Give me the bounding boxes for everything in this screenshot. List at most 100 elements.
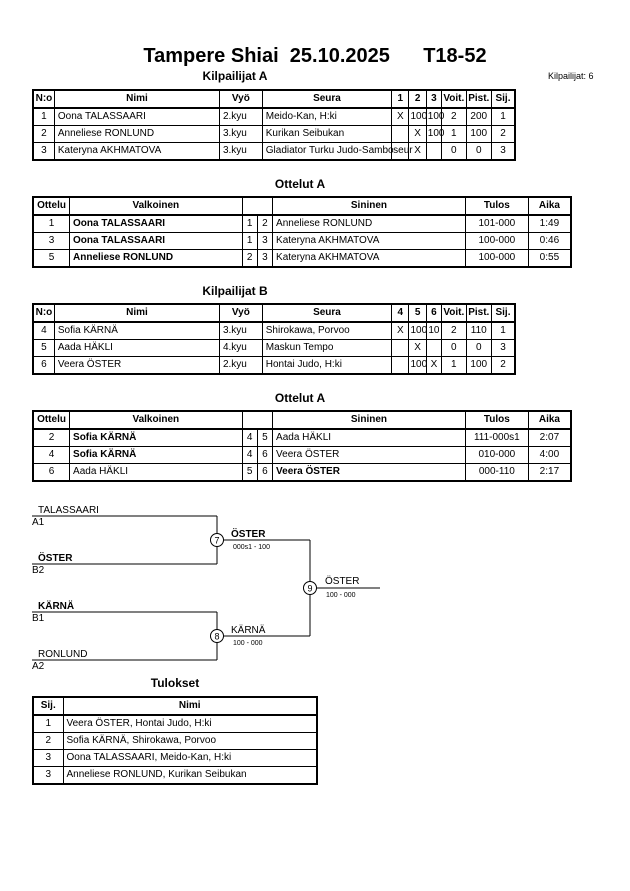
cell-club: Hontai Judo, H:ki <box>261 356 393 375</box>
cell-belt: 2.kyu <box>218 356 263 375</box>
col-header: Voit. <box>441 89 467 109</box>
cell-rank: 2 <box>491 356 516 375</box>
cell-match-no: 6 <box>32 463 71 482</box>
cell-score: seur <box>391 142 413 161</box>
cell-name: Anneliese RONLUND, Kurikan Seibukan <box>62 766 318 785</box>
cell-blue-no: 3 <box>256 232 274 250</box>
col-header: Sininen <box>272 196 466 216</box>
table-row: 5 Anneliese RONLUND 2 3 Kateryna AKHMATO… <box>32 249 572 268</box>
table-row: 3 Kateryna AKHMATOVA 3.kyu Gladiator Tur… <box>32 142 516 161</box>
match-7-marker: 7 <box>210 533 224 547</box>
cell-rank: 1 <box>491 107 516 126</box>
bracket-winner: KÄRNÄ <box>231 624 266 636</box>
bracket-winner: ÖSTER <box>325 575 359 587</box>
cell-rank: 3 <box>491 339 516 357</box>
col-header: Sij. <box>491 89 516 109</box>
bracket-name: ÖSTER <box>38 551 73 564</box>
table-row: 1 Oona TALASSAARI 1 2 Anneliese RONLUND … <box>32 214 572 233</box>
cell-points: 0 <box>465 142 493 161</box>
col-header: Nimi <box>53 303 220 323</box>
col-header <box>257 196 274 216</box>
bracket-score: 100 - 000 <box>233 640 263 647</box>
cell-blue-no: 3 <box>256 249 274 268</box>
bracket-seed: B2 <box>32 565 45 576</box>
cell-club: Gladiator Turku Judo-Sambo <box>261 142 394 161</box>
table-row: 5 Aada HÄKLI 4.kyu Maskun Tempo X 0 0 3 <box>32 339 516 357</box>
col-header: Pist. <box>465 303 493 323</box>
col-header: N:o <box>32 89 55 109</box>
col-header: Vyö <box>218 89 263 109</box>
bracket-seed: B1 <box>32 613 45 624</box>
cell-no: 6 <box>32 356 55 375</box>
pool-a-title: Kilpailijat A <box>202 69 268 83</box>
col-header: Nimi <box>53 89 220 109</box>
cell-blue: Kateryna AKHMATOVA <box>272 232 466 250</box>
match-no: 7 <box>214 536 219 546</box>
cell-wins: 0 <box>441 339 467 357</box>
col-header <box>241 410 258 430</box>
cell-rank: 3 <box>32 766 64 785</box>
cell-no: 2 <box>32 125 55 143</box>
col-header <box>241 196 258 216</box>
cell-belt: 4.kyu <box>218 339 263 357</box>
cell-wins: 2 <box>441 107 467 126</box>
cell-points: 0 <box>465 339 493 357</box>
cell-rank: 3 <box>491 142 516 161</box>
cell-result: 010-000 <box>464 446 529 464</box>
col-header: Sij. <box>491 303 516 323</box>
match-8-marker: 8 <box>210 629 224 643</box>
col-header: Sininen <box>272 410 466 430</box>
cell-score: 100 <box>408 356 427 375</box>
matches-a-title: Ottelut A <box>274 177 326 191</box>
pool-b-table: N:o Nimi Vyö Seura 4 5 6 Voit. Pist. Sij… <box>32 303 516 375</box>
match-9-marker: 9 <box>303 581 317 595</box>
table-row: 2 Anneliese RONLUND 3.kyu Kurikan Seibuk… <box>32 125 516 143</box>
cell-name: Veera ÖSTER <box>53 356 220 375</box>
cell-wins: 1 <box>441 356 467 375</box>
results-table: Sij. Nimi 1 Veera ÖSTER, Hontai Judo, H:… <box>32 696 318 785</box>
cell-no: 3 <box>32 142 55 161</box>
table-row: 6 Aada HÄKLI 5 6 Veera ÖSTER 000-110 2:1… <box>32 463 572 482</box>
col-header: Sij. <box>32 696 64 716</box>
cell-rank: 2 <box>491 125 516 143</box>
matches-b-table: Ottelu Valkoinen Sininen Tulos Aika 2 So… <box>32 410 572 482</box>
cell-name: Sofia KÄRNÄ, Shirokawa, Porvoo <box>62 732 318 750</box>
cell-rank: 1 <box>32 714 64 733</box>
table-row: 3 Anneliese RONLUND, Kurikan Seibukan <box>32 766 318 785</box>
cell-wins: 0 <box>441 142 467 161</box>
results-header-row: Sij. Nimi <box>32 696 318 716</box>
pool-b-header-row: N:o Nimi Vyö Seura 4 5 6 Voit. Pist. Sij… <box>32 303 516 323</box>
col-header: Seura <box>261 89 393 109</box>
col-header: Aika <box>527 410 572 430</box>
cell-white: Oona TALASSAARI <box>69 232 243 250</box>
match-no: 9 <box>307 584 312 594</box>
matches-a-table: Ottelu Valkoinen Sininen Tulos Aika 1 Oo… <box>32 196 572 268</box>
cell-blue: Veera ÖSTER <box>272 463 466 482</box>
cell-rank: 2 <box>32 732 64 750</box>
cell-blue: Kateryna AKHMATOVA <box>272 249 466 268</box>
cell-result: 100-000 <box>464 249 529 268</box>
pool-b-title: Kilpailijat B <box>202 284 268 298</box>
col-header: 1 <box>391 89 410 109</box>
cell-points: 100 <box>465 125 493 143</box>
cell-name: Veera ÖSTER, Hontai Judo, H:ki <box>62 714 318 733</box>
cell-blue-no: 6 <box>256 463 274 482</box>
table-row: 1 Oona TALASSAARI 2.kyu Meido-Kan, H:ki … <box>32 107 516 126</box>
cell-name: Anneliese RONLUND <box>53 125 220 143</box>
bracket-name: TALASSAARI <box>38 505 99 516</box>
table-row: 4 Sofia KÄRNÄ 4 6 Veera ÖSTER 010-000 4:… <box>32 446 572 464</box>
table-row: 3 Oona TALASSAARI 1 3 Kateryna AKHMATOVA… <box>32 232 572 250</box>
cell-no: 5 <box>32 339 55 357</box>
cell-result: 100-000 <box>464 232 529 250</box>
col-header: Voit. <box>441 303 467 323</box>
table-row: 3 Oona TALASSAARI, Meido-Kan, H:ki <box>32 749 318 767</box>
col-header: N:o <box>32 303 55 323</box>
bracket-winner: ÖSTER <box>231 527 266 540</box>
bracket-score: 100 - 000 <box>326 592 356 599</box>
results-title: Tulokset <box>150 676 200 690</box>
cell-no: 1 <box>32 107 55 126</box>
cell-score: 100 <box>425 125 444 143</box>
col-header: Nimi <box>62 696 318 716</box>
bracket-seed: A1 <box>32 517 45 528</box>
